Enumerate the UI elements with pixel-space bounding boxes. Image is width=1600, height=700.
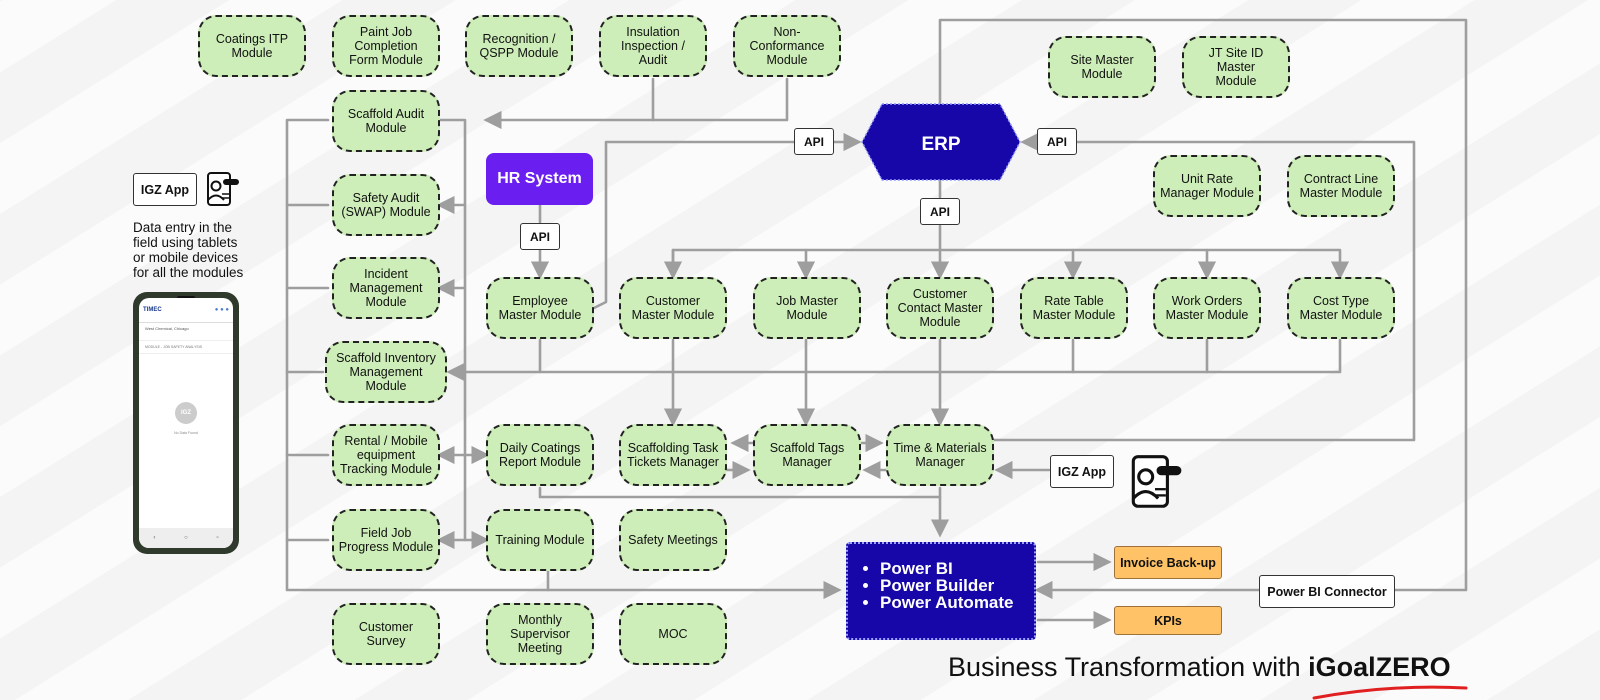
footer-title: Business Transformation with iGoalZERO — [948, 652, 1451, 683]
phone-screen: TIMEC ● ● ● West Chemical, Chicago MODUL… — [139, 298, 233, 548]
api-tag-erp-down: API — [920, 198, 960, 225]
coatings-itp-module[interactable]: Coatings ITP Module — [198, 15, 306, 77]
scaffolding-task-tickets-manager[interactable]: Scaffolding Task Tickets Manager — [619, 424, 727, 486]
daily-coatings-report-module[interactable]: Daily Coatings Report Module — [486, 424, 594, 486]
api-tag-erp-right: API — [1037, 128, 1077, 155]
connector — [992, 140, 1416, 442]
erp-hexagon[interactable]: ERP — [860, 102, 1022, 182]
power-builder-item: Power Builder — [880, 577, 1034, 594]
rate-table-master-module[interactable]: Rate Table Master Module — [1020, 277, 1128, 339]
person-device-icon — [1131, 455, 1182, 508]
scaffold-tags-manager[interactable]: Scaffold Tags Manager — [753, 424, 861, 486]
igz-app-tag-right[interactable]: IGZ App — [1050, 455, 1114, 488]
connector — [538, 486, 942, 499]
power-bi-item: Power BI — [880, 560, 1034, 577]
customer-master-module[interactable]: Customer Master Module — [619, 277, 727, 339]
jt-site-id-master-module[interactable]: JT Site ID Master Module — [1182, 36, 1290, 98]
rental-equipment-tracking-module[interactable]: Rental / Mobile equipment Tracking Modul… — [332, 424, 440, 486]
job-master-module[interactable]: Job Master Module — [753, 277, 861, 339]
connector — [671, 248, 1350, 280]
incident-management-module[interactable]: Incident Management Module — [332, 257, 440, 319]
recognition-qspp-module[interactable]: Recognition / QSPP Module — [465, 15, 573, 77]
safety-meetings-module[interactable]: Safety Meetings — [619, 509, 727, 571]
phone-module-line: MODULE - JOB SAFETY ANALYSIS — [139, 340, 233, 354]
connector — [483, 77, 655, 130]
power-automate-item: Power Automate — [880, 594, 1034, 611]
igz-app-tag-left[interactable]: IGZ App — [133, 173, 197, 206]
time-materials-manager[interactable]: Time & Materials Manager — [886, 424, 994, 486]
unit-rate-manager-module[interactable]: Unit Rate Manager Module — [1153, 155, 1261, 217]
person-device-icon — [207, 172, 239, 206]
safety-audit-swap-module[interactable]: Safety Audit (SWAP) Module — [332, 174, 440, 236]
connector — [592, 140, 796, 310]
training-module[interactable]: Training Module — [486, 509, 594, 571]
paint-job-completion-module[interactable]: Paint Job Completion Form Module — [332, 15, 440, 77]
phone-location-line: West Chemical, Chicago — [145, 326, 189, 331]
monthly-supervisor-meeting-module[interactable]: Monthly Supervisor Meeting — [486, 603, 594, 665]
phone-avatar: IGZ — [175, 402, 197, 424]
contract-line-master-module[interactable]: Contract Line Master Module — [1287, 155, 1395, 217]
kpis-box[interactable]: KPIs — [1114, 606, 1222, 635]
footer-prefix: Business Transformation with — [948, 652, 1309, 682]
footer-brand: iGoalZERO — [1308, 652, 1451, 682]
brand-underline — [1312, 685, 1468, 700]
api-tag-hr: API — [520, 223, 560, 250]
connector — [438, 118, 490, 550]
phone-empty-text: No Data Found — [174, 431, 198, 435]
employee-master-module[interactable]: Employee Master Module — [486, 277, 594, 339]
power-bi-connector-box[interactable]: Power BI Connector — [1259, 575, 1395, 608]
connector — [651, 77, 789, 122]
scaffold-audit-module[interactable]: Scaffold Audit Module — [332, 90, 440, 152]
connector — [285, 118, 842, 600]
work-orders-master-module[interactable]: Work Orders Master Module — [1153, 277, 1261, 339]
moc-module[interactable]: MOC — [619, 603, 727, 665]
erp-label: ERP — [921, 134, 960, 155]
mobile-device-image: TIMEC ● ● ● West Chemical, Chicago MODUL… — [133, 292, 239, 554]
phone-nav-bar: ‹○▫ — [139, 528, 233, 548]
connector — [446, 338, 1342, 382]
field-job-progress-module[interactable]: Field Job Progress Module — [332, 509, 440, 571]
site-master-module[interactable]: Site Master Module — [1048, 36, 1156, 98]
phone-brand: TIMEC — [143, 307, 162, 313]
scaffold-inventory-module[interactable]: Scaffold Inventory Management Module — [325, 341, 447, 403]
phone-toolbar-icons: ● ● ● — [214, 307, 229, 313]
api-tag-erp-left: API — [794, 128, 834, 155]
field-data-entry-caption: Data entry in the field using tablets or… — [133, 220, 244, 280]
customer-survey-module[interactable]: Customer Survey — [332, 603, 440, 665]
invoice-backup-box[interactable]: Invoice Back-up — [1114, 546, 1222, 579]
customer-contact-master-module[interactable]: Customer Contact Master Module — [886, 277, 994, 339]
connector — [938, 18, 1468, 592]
hr-system-box[interactable]: HR System — [486, 153, 593, 205]
power-platform-box[interactable]: Power BI Power Builder Power Automate — [846, 542, 1036, 640]
insulation-inspection-module[interactable]: Insulation Inspection / Audit — [599, 15, 707, 77]
cost-type-master-module[interactable]: Cost Type Master Module — [1287, 277, 1395, 339]
non-conformance-module[interactable]: Non- Conformance Module — [733, 15, 841, 77]
